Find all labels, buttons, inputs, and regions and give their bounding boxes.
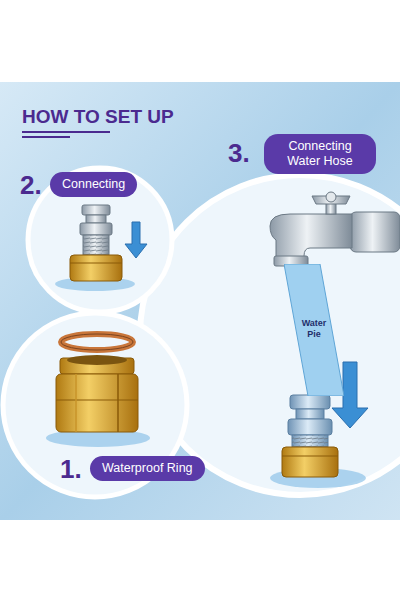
water-hose: Water Pie	[284, 264, 344, 396]
step-pill: Waterproof Ring	[90, 456, 205, 481]
step-number: 3.	[228, 140, 250, 166]
title: HOW TO SET UP	[22, 106, 174, 128]
step-number: 1.	[60, 456, 82, 482]
step-pill: Connecting Water Hose	[264, 134, 376, 174]
step-number: 2.	[20, 172, 42, 198]
hose-label: Water Pie	[297, 318, 331, 340]
step-pill: Connecting	[50, 172, 137, 197]
